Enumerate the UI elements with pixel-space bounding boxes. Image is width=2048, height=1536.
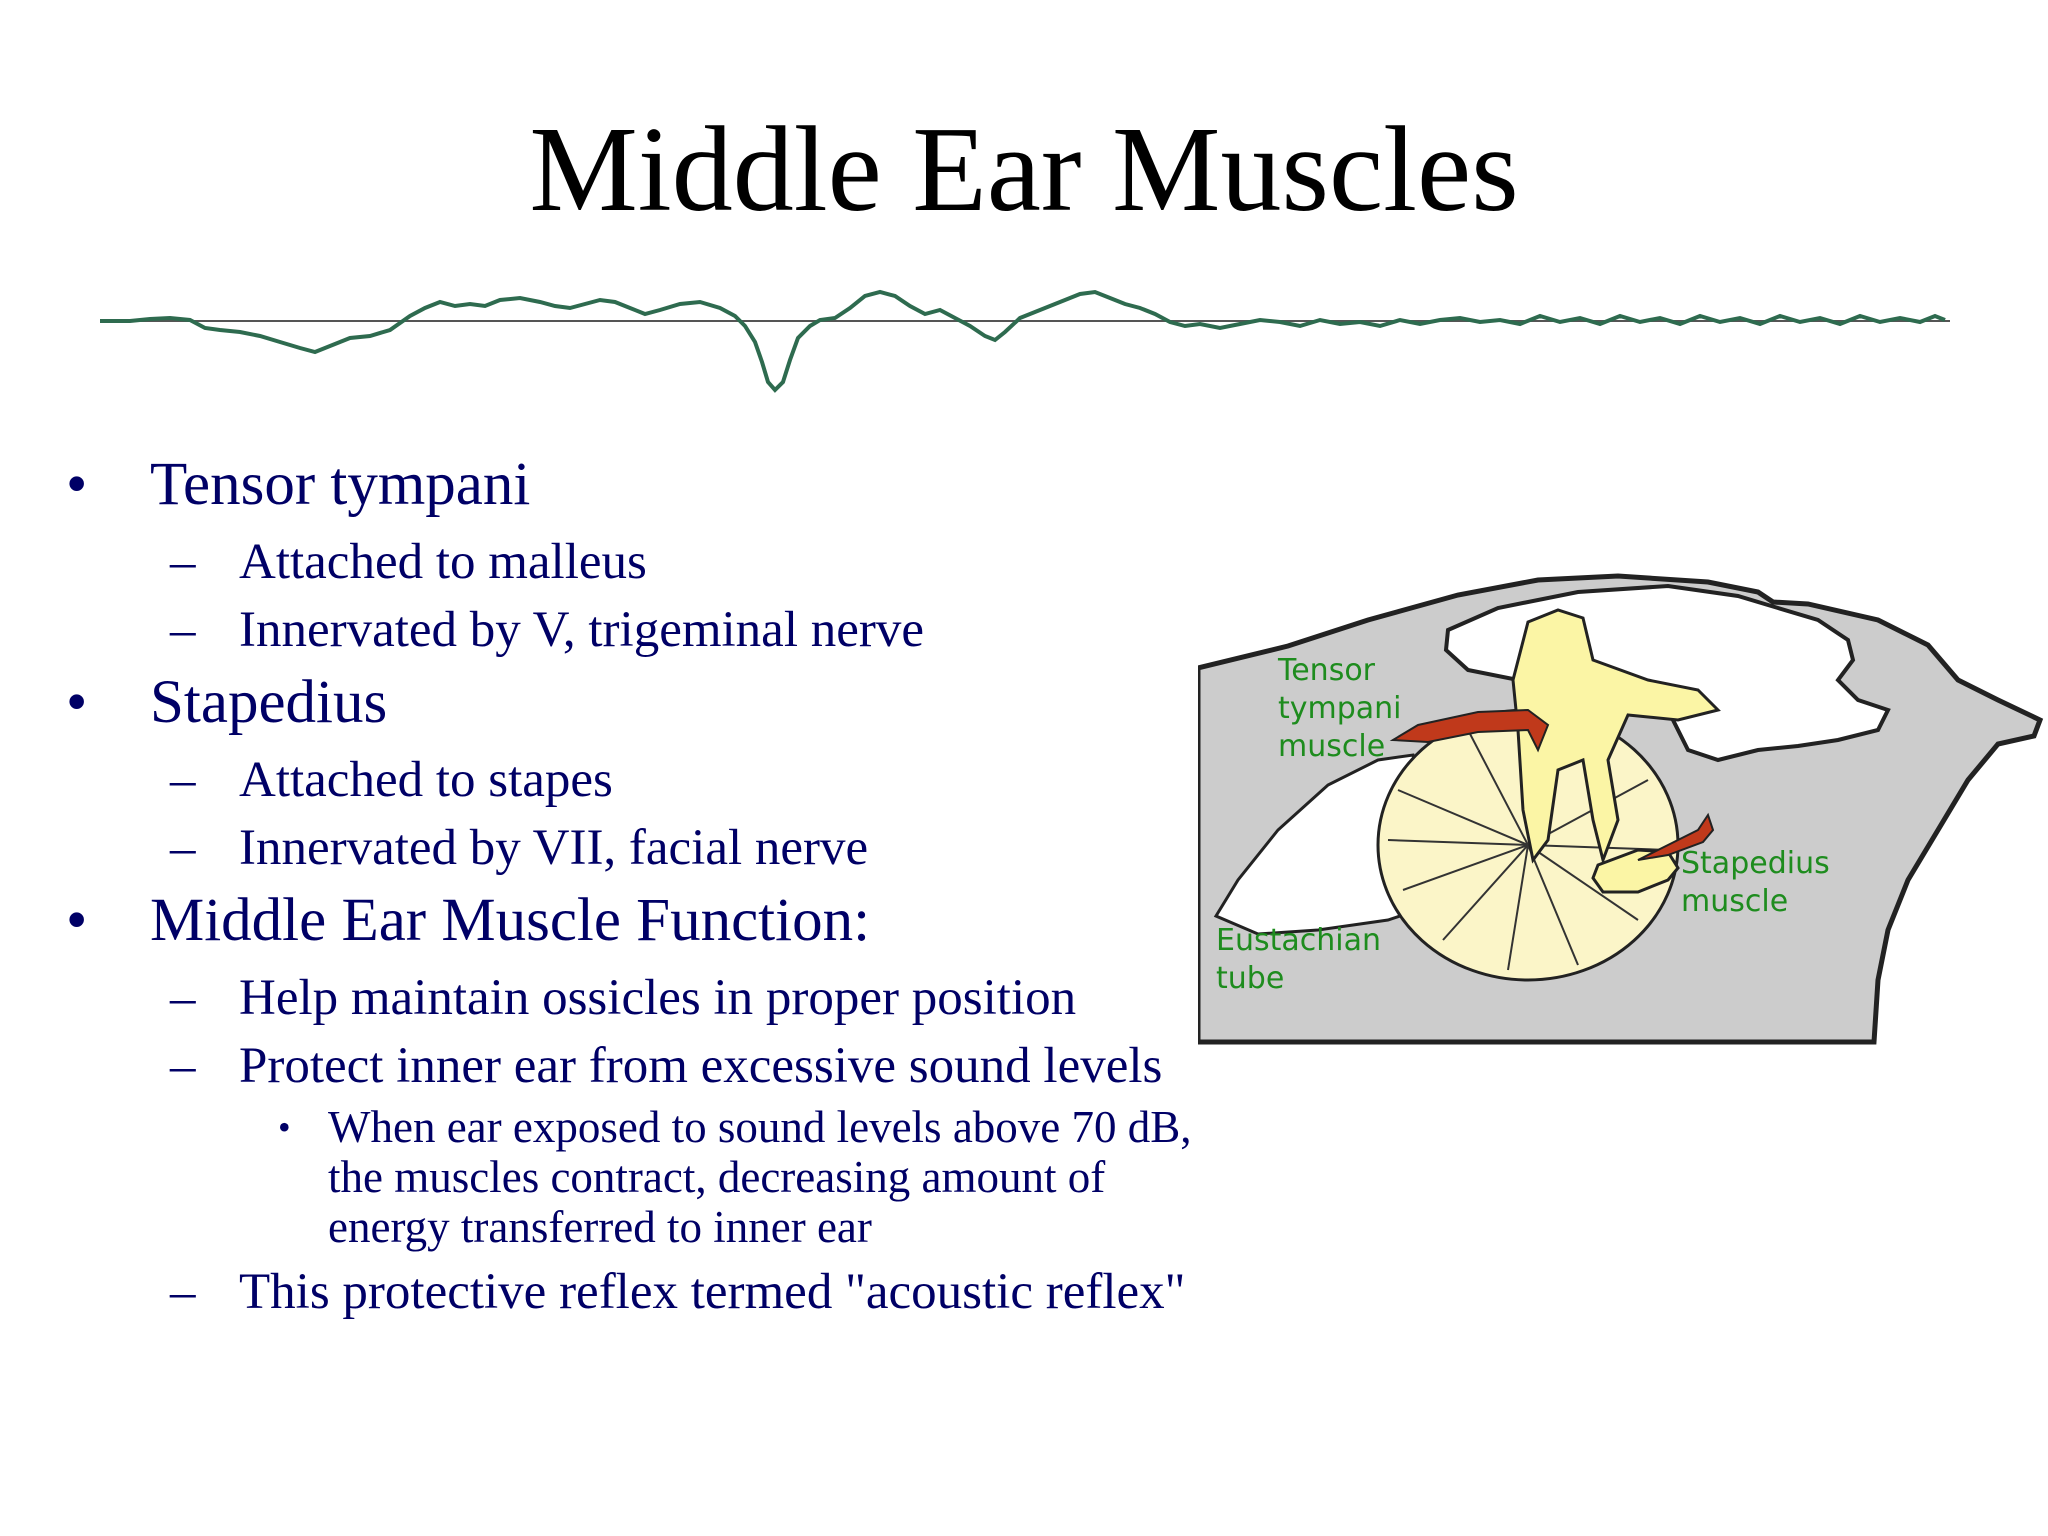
dash-marker: – (170, 1038, 196, 1094)
sub-bullet-text: Help maintain ossicles in proper positio… (239, 970, 1077, 1026)
dash-marker: – (170, 534, 196, 590)
middle-ear-diagram: Tensor tympani muscle Stapedius muscle E… (1198, 573, 2044, 1045)
sub-bullet-text: This protective reflex termed "acoustic … (239, 1264, 1186, 1320)
sub-bullet-text: Attached to malleus (239, 534, 647, 590)
slide-title: Middle Ear Muscles (529, 102, 1519, 237)
bullet-list: • Tensor tympani – Attached to malleus –… (66, 440, 1206, 1320)
tensor-label-line1: Tensor (1277, 653, 1376, 688)
eustachian-label-line1: Eustachian (1216, 923, 1381, 958)
bullet-marker: • (66, 887, 88, 954)
sub-bullet-item: – Protect inner ear from excessive sound… (66, 1038, 1206, 1094)
sub-bullet-item: – Innervated by VII, facial nerve (66, 820, 1206, 876)
bullet-text: Stapedius (150, 669, 388, 736)
sub-bullet-item: – Help maintain ossicles in proper posit… (66, 970, 1206, 1026)
bullet-item: • Tensor tympani (66, 448, 1206, 522)
sub-bullet-text: Attached to stapes (239, 752, 613, 808)
dash-marker: – (170, 820, 196, 876)
sub-bullet-item: – Attached to stapes (66, 752, 1206, 808)
bullet-text: Tensor tympani (150, 451, 531, 518)
sub-bullet-text: Innervated by V, trigeminal nerve (239, 602, 924, 658)
waveform-graphic (100, 289, 1950, 393)
sub-sub-bullet-text: When ear exposed to sound levels above 7… (328, 1102, 1192, 1252)
tensor-tympani-muscle (1389, 708, 1550, 753)
ossicle-stapes (1591, 848, 1680, 894)
sub-bullet-item: – Attached to malleus (66, 534, 1206, 590)
sub-bullet-item: – Innervated by V, trigeminal nerve (66, 602, 1206, 658)
sub-bullet-item: – This protective reflex termed "acousti… (66, 1264, 1206, 1320)
dash-marker: – (170, 970, 196, 1026)
stapedius-label-line1: Stapedius (1681, 846, 1830, 881)
bullet-item: • Middle Ear Muscle Function: (66, 884, 1206, 958)
stapedius-label-line2: muscle (1681, 884, 1788, 919)
eustachian-label-line2: tube (1216, 961, 1284, 996)
dash-marker: – (170, 602, 196, 658)
bullet-text: Middle Ear Muscle Function: (150, 887, 871, 954)
membrane-lines (1387, 729, 1669, 971)
bullet-item: • Stapedius (66, 666, 1206, 740)
stapedius-muscle (1637, 812, 1715, 861)
tensor-label-line2: tympani (1278, 691, 1402, 726)
waveform-trace (100, 289, 1946, 393)
sub-sub-bullet-item: • When ear exposed to sound levels above… (66, 1102, 1206, 1252)
dash-marker: – (170, 1264, 196, 1320)
ossicle-malleus (1511, 608, 1721, 866)
tensor-label-line3: muscle (1278, 729, 1385, 764)
bullet-marker: • (66, 669, 88, 736)
sub-bullet-text: Innervated by VII, facial nerve (239, 820, 869, 876)
sub-bullet-text: Protect inner ear from excessive sound l… (239, 1038, 1163, 1094)
dash-marker: – (170, 752, 196, 808)
small-bullet-marker: • (278, 1107, 291, 1147)
bullet-marker: • (66, 451, 88, 518)
